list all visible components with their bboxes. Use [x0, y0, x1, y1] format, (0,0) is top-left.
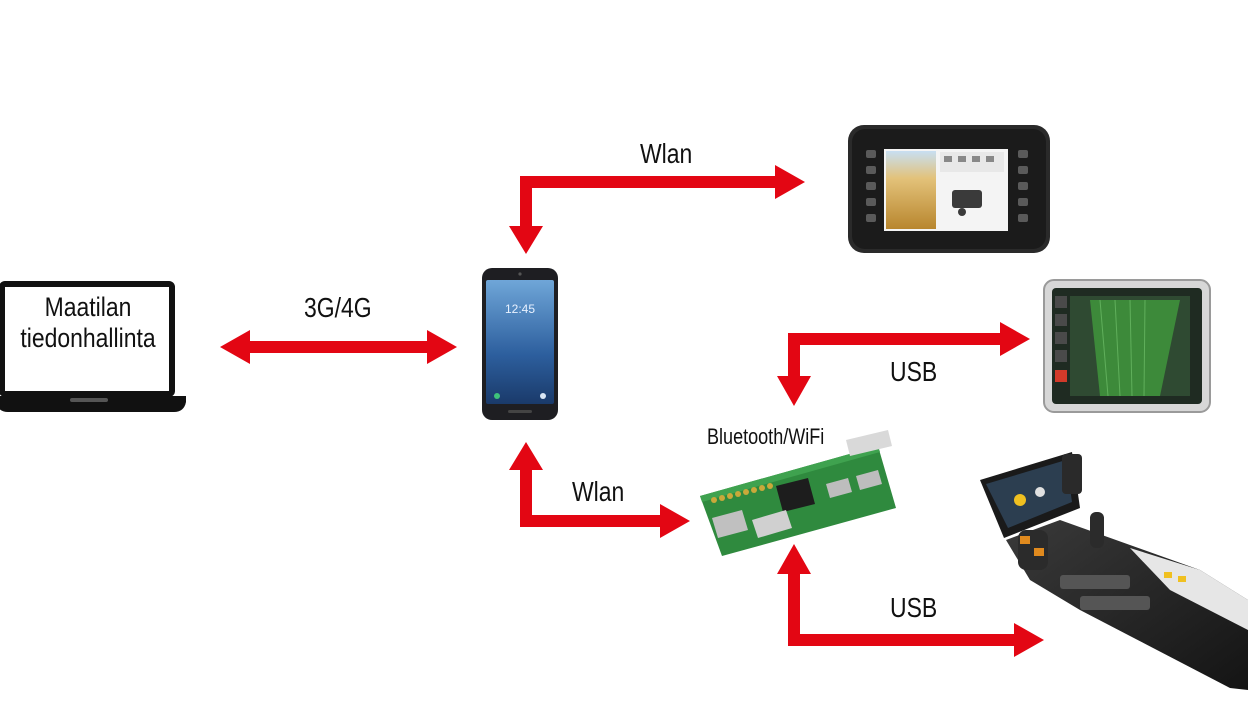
arrow-board-armrest [777, 544, 1044, 657]
raspberry-pi-board-icon [700, 430, 896, 556]
laptop-label: Maatilan tiedonhallinta [6, 292, 170, 354]
label-wlan-top: Wlan [640, 138, 693, 169]
gps-display-icon [1043, 279, 1211, 413]
label-usb-bottom: USB [890, 592, 938, 623]
label-usb-top: USB [890, 356, 938, 387]
label-bluetooth-wifi: Bluetooth/WiFi [707, 424, 825, 449]
tractor-armrest-icon [980, 452, 1248, 690]
svg-text:12:45: 12:45 [505, 302, 535, 316]
arrow-phone-board [509, 442, 690, 538]
isobus-terminal-icon [848, 125, 1050, 253]
smartphone-icon: 12:45 [482, 268, 558, 420]
label-3g-4g: 3G/4G [304, 292, 372, 323]
arrow-board-display [777, 322, 1030, 406]
label-wlan-bottom: Wlan [572, 476, 625, 507]
laptop-label-line1: Maatilan [44, 292, 132, 322]
arrow-phone-terminal [509, 165, 805, 254]
laptop-icon [0, 281, 186, 412]
laptop-label-line2: tiedonhallinta [20, 323, 156, 353]
arrow-laptop-phone [220, 330, 457, 364]
